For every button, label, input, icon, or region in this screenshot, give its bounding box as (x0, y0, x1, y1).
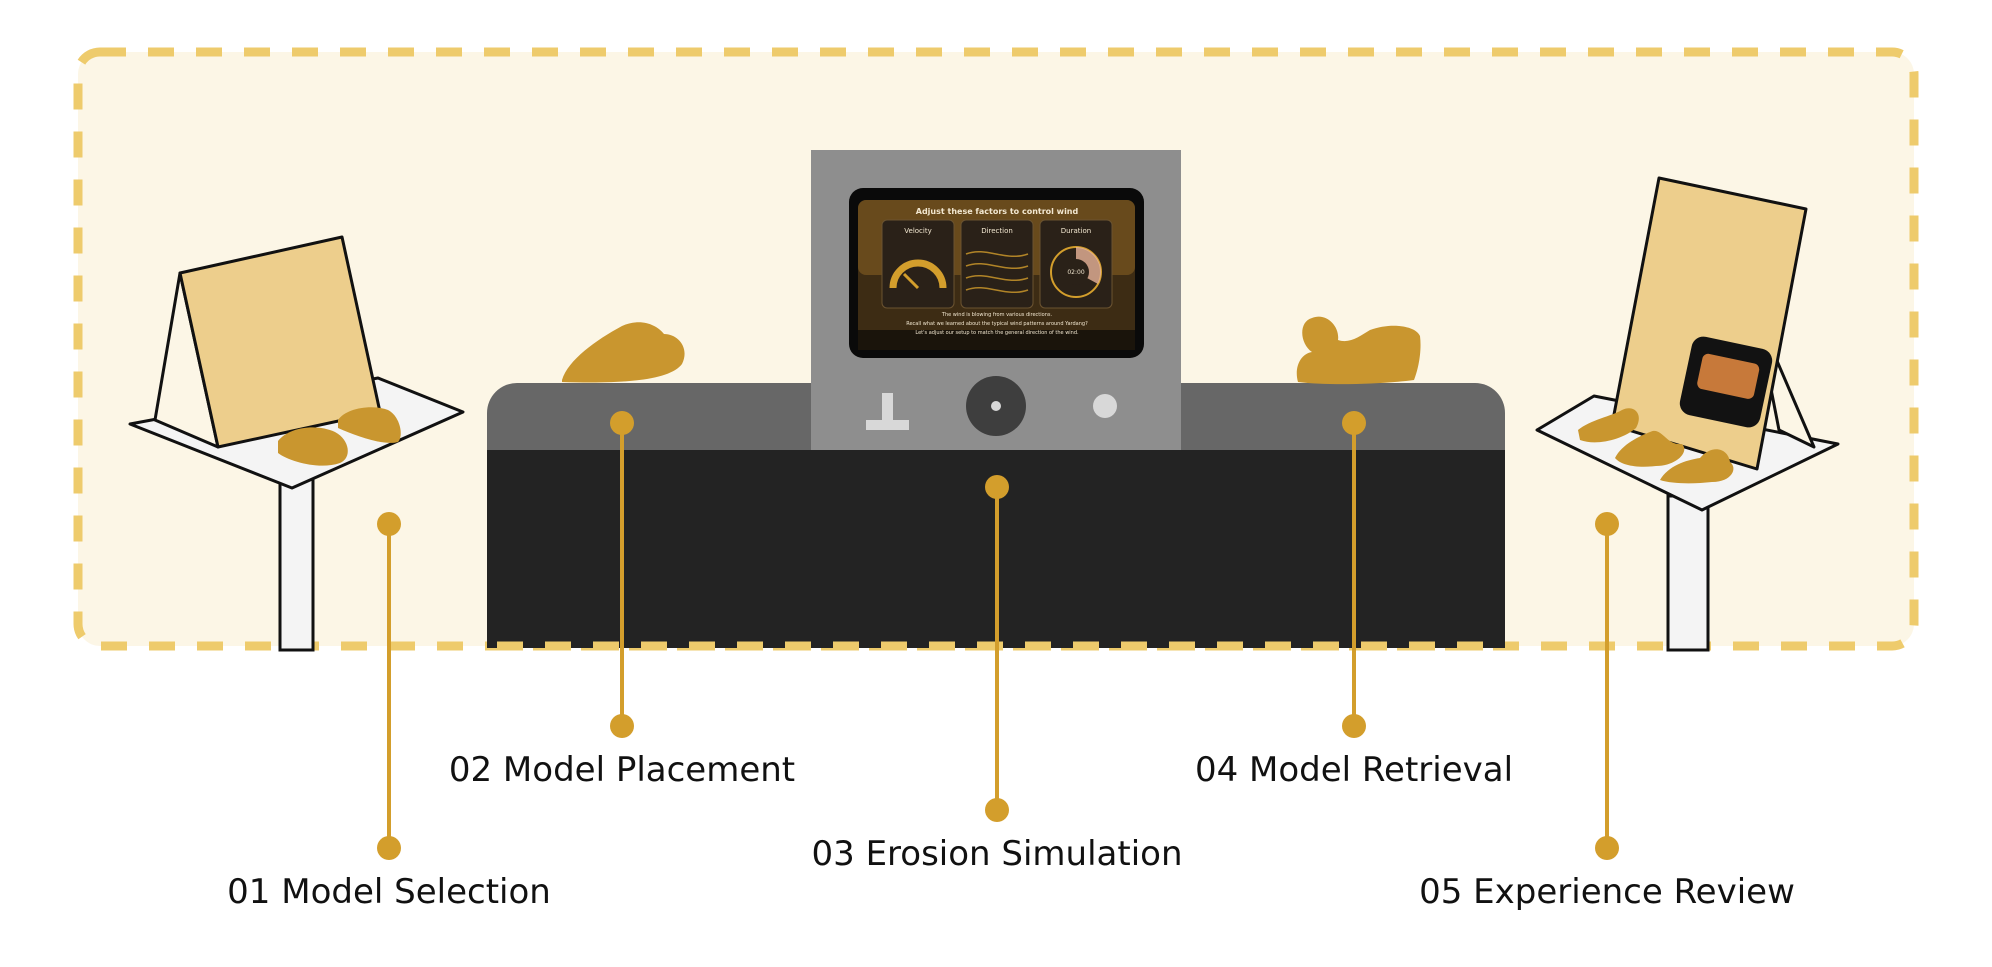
callouts (377, 411, 1619, 860)
step-label-01: 01 Model Selection (227, 872, 551, 912)
screen-panel-duration: Duration (1061, 227, 1091, 235)
screen-line-3: Let's adjust our setup to match the gene… (915, 330, 1079, 336)
sand-model-1 (278, 427, 348, 466)
sand-model-2 (338, 407, 401, 443)
callout-dot-05-bottom (1595, 836, 1619, 860)
review-stand (1535, 176, 1840, 652)
kiosk-screen: Adjust these factors to control wind Vel… (904, 207, 1091, 336)
step-label-04: 04 Model Retrieval (1194, 750, 1514, 790)
callout-dot-01-bottom (377, 836, 401, 860)
joystick-base (866, 393, 909, 430)
callout-dot-02-bottom (610, 714, 634, 738)
step-label-05: 05 Experience Review (1419, 872, 1795, 912)
screen-line-1: The wind is blowing from various directi… (941, 312, 1053, 318)
sand-model-4 (1615, 430, 1685, 467)
callout-dot-01-top (377, 512, 401, 536)
sand-model-3 (1578, 408, 1639, 443)
push-button (1093, 394, 1117, 418)
callout-dot-04-bottom (1342, 714, 1366, 738)
screen-line-2: Recall what we learned about the typical… (906, 321, 1088, 327)
callout-dot-02-top (610, 411, 634, 435)
screen-title: Adjust these factors to control wind (916, 207, 1079, 216)
callout-dot-05-top (1595, 512, 1619, 536)
screen-panel-direction: Direction (981, 227, 1013, 235)
callout-dot-03-bottom (985, 798, 1009, 822)
callout-dot-04-top (1342, 411, 1366, 435)
sand-model-5 (1660, 449, 1734, 484)
sand-model-7 (1296, 316, 1421, 385)
callout-dot-03-top (985, 475, 1009, 499)
screen-duration-readout: 02:00 (1067, 269, 1084, 276)
sand-model-6 (562, 322, 685, 383)
selection-stand (128, 235, 465, 652)
step-label-03: 03 Erosion Simulation (811, 834, 1183, 874)
screen-panel-velocity: Velocity (904, 227, 931, 235)
step-label-02: 02 Model Placement (448, 750, 796, 790)
simulation-console (487, 150, 1505, 648)
